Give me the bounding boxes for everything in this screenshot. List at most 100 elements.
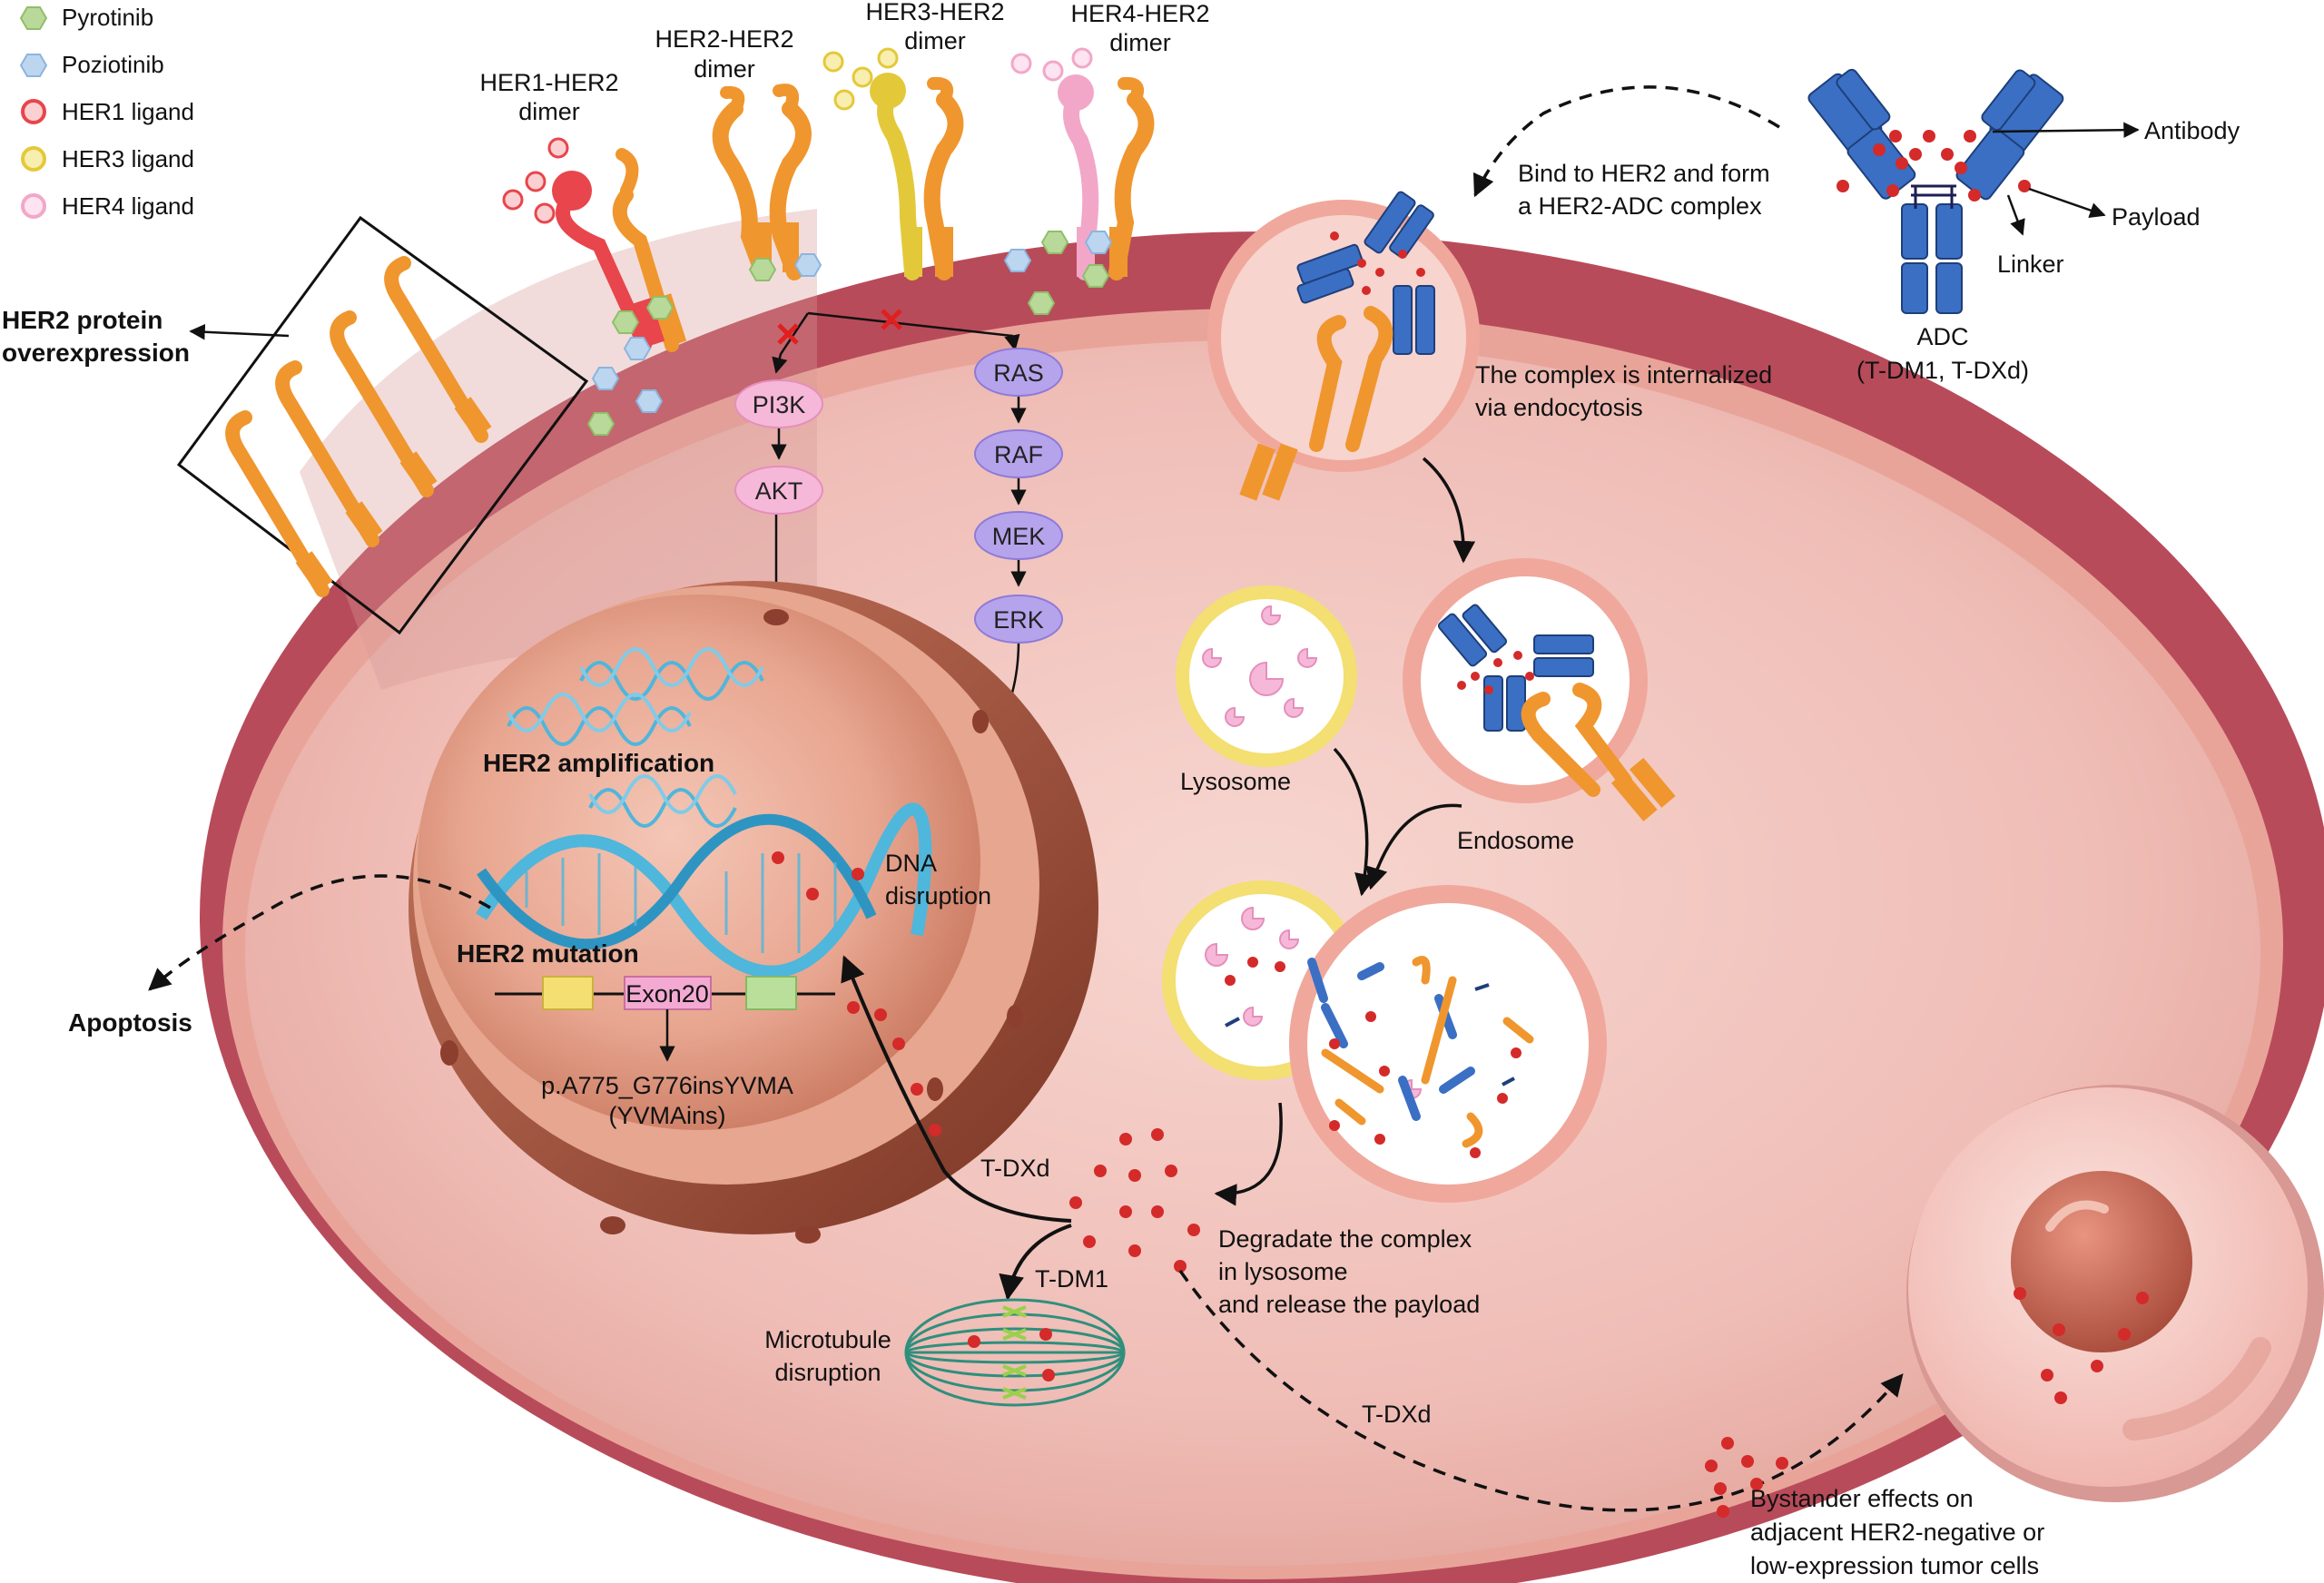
svg-text:ERK: ERK	[993, 606, 1044, 634]
bystander-label-3: low-expression tumor cells	[1750, 1552, 2039, 1579]
tdxd-nucleus-arrow	[841, 955, 1072, 1223]
apoptosis-label: Apoptosis	[68, 1008, 192, 1037]
endocytosis-vesicle	[1207, 191, 1480, 501]
svg-text:MEK: MEK	[992, 523, 1046, 550]
dna-helix-icon	[476, 802, 932, 978]
inhibitor-molecules	[586, 231, 1113, 436]
her2-her2-label-2: dimer	[694, 55, 755, 83]
linker-label: Linker	[1997, 251, 2064, 278]
overexpression-arrow	[189, 323, 290, 340]
her1-ligand-dot-icon	[21, 99, 46, 124]
her4-ligand-dot-icon	[21, 193, 46, 219]
bystander-label-1: Bystander effects on	[1750, 1485, 1974, 1512]
bind-label-1: Bind to HER2 and form	[1518, 160, 1770, 187]
ras-node: RAS	[974, 348, 1063, 397]
overexpression-label-2: overexpression	[2, 339, 190, 367]
lysosome	[1176, 585, 1357, 767]
erk-node: ERK	[974, 595, 1063, 644]
endosome-fusion-arrow	[1365, 803, 1462, 890]
svg-text:PI3K: PI3K	[753, 391, 806, 418]
block-cross-icon	[881, 309, 902, 330]
pi3k-node: PI3K	[734, 379, 823, 428]
legend-her1-ligand: HER1 ligand	[21, 98, 194, 125]
her1-her2-label-2: dimer	[518, 98, 580, 125]
overexpression-label-1: HER2 protein	[2, 306, 162, 334]
dna-disruption-label-1: DNA	[885, 850, 937, 877]
bind-arrow	[1472, 85, 1780, 198]
her3-her2-label-1: HER3-HER2	[865, 0, 1004, 25]
tdm1-label: T-DM1	[1035, 1265, 1108, 1293]
legend-label: Poziotinib	[62, 51, 164, 78]
her3-ligand-cluster	[822, 47, 899, 111]
her2-her2-label-1: HER2-HER2	[655, 25, 793, 53]
bystander-arrow	[1178, 1269, 1904, 1512]
her1-ligand-cluster	[502, 137, 569, 224]
degradation-vesicle	[1162, 880, 1607, 1203]
adc-title-2: (T-DM1, T-DXd)	[1856, 357, 2029, 384]
exon-map: Exon20	[495, 976, 835, 1062]
tdm1-arrow	[999, 1224, 1072, 1301]
her3-her2-label-2: dimer	[904, 27, 966, 54]
released-payload-dots	[847, 1001, 1200, 1273]
her3-her2-dimer	[870, 73, 964, 280]
linker-pointer	[2006, 194, 2025, 236]
dna-disruption-label-2: disruption	[885, 882, 991, 909]
legend-label: HER3 ligand	[62, 145, 194, 172]
amplified-dna-icons	[507, 647, 764, 828]
akt-node: AKT	[734, 466, 823, 515]
tdxd-label-1: T-DXd	[980, 1155, 1050, 1182]
bind-label-2: a HER2-ADC complex	[1518, 192, 1762, 220]
her1-her2-label-1: HER1-HER2	[479, 69, 618, 96]
svg-text:AKT: AKT	[755, 477, 803, 505]
pyrotinib-hexagon-icon	[19, 6, 48, 30]
antibody-pointer	[1992, 122, 2140, 138]
legend: Pyrotinib Poziotinib HER1 ligand HER3 li…	[19, 4, 194, 220]
tdxd-label-2: T-DXd	[1362, 1401, 1432, 1428]
bystander-label-2: adjacent HER2-negative or	[1750, 1519, 2044, 1546]
svg-text:RAS: RAS	[993, 359, 1044, 387]
adc-title-1: ADC	[1916, 323, 1968, 350]
internalized-label-1: The complex is internalized	[1475, 361, 1772, 388]
her2-overexpression-box	[176, 215, 589, 635]
variant-label-2: (YVMAins)	[608, 1102, 725, 1129]
endosome	[1403, 558, 1676, 821]
endocytosis-arrow	[1422, 457, 1476, 564]
exon20-box	[624, 976, 712, 1010]
antibody-label: Antibody	[2144, 117, 2240, 144]
poziotinib-hexagon-icon	[19, 54, 48, 77]
bystander-dots-near-label	[1705, 1437, 1788, 1518]
microtubule-label-2: disruption	[774, 1359, 881, 1386]
her4-her2-label-2: dimer	[1109, 29, 1171, 56]
bystander-payload-dots	[2014, 1287, 2149, 1404]
release-arrow	[1214, 1102, 1283, 1206]
mutation-label: HER2 mutation	[457, 939, 639, 968]
svg-text:RAF: RAF	[994, 441, 1043, 468]
payload-dots-dna	[772, 851, 864, 900]
legend-label: Pyrotinib	[62, 4, 153, 31]
her4-her2-label-1: HER4-HER2	[1070, 0, 1209, 27]
lysosome-fusion-arrow	[1333, 747, 1377, 897]
exon20-label: Exon20	[625, 980, 709, 1008]
apoptosis-arrow	[148, 874, 491, 991]
legend-label: HER1 ligand	[62, 98, 194, 125]
degrade-label-1: Degradate the complex	[1218, 1225, 1472, 1253]
legend-her4-ligand: HER4 ligand	[21, 192, 194, 220]
signaling-pathway: PI3K AKT RAS RAF MEK ERK	[734, 309, 1063, 829]
adc-antibody-icon	[1807, 68, 2064, 314]
degrade-label-3: and release the payload	[1218, 1291, 1480, 1318]
raf-node: RAF	[974, 429, 1063, 478]
payload-pointer	[2028, 187, 2106, 219]
amplification-label: HER2 amplification	[483, 749, 714, 777]
payload-label: Payload	[2112, 203, 2201, 231]
degrade-label-2: in lysosome	[1218, 1258, 1348, 1285]
mek-node: MEK	[974, 511, 1063, 560]
legend-poziotinib: Poziotinib	[19, 51, 164, 78]
endosome-label: Endosome	[1457, 827, 1574, 854]
her4-ligand-cluster	[1010, 47, 1093, 82]
legend-pyrotinib: Pyrotinib	[19, 4, 153, 31]
block-cross-icon	[777, 323, 799, 345]
microtubule-label-1: Microtubule	[764, 1326, 891, 1353]
lysosome-label: Lysosome	[1180, 768, 1291, 795]
adjacent-tumor-cell	[1906, 1085, 2324, 1502]
